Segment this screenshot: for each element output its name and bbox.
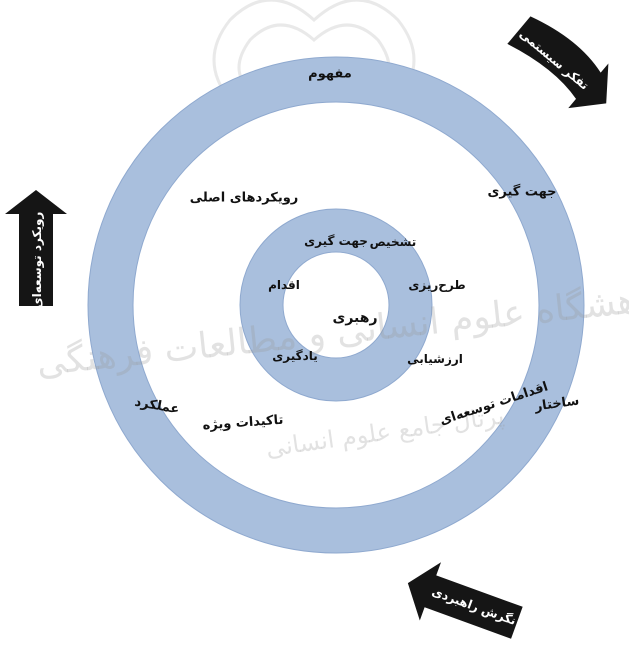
inner-right-upper-label: طرح‌ریزی [408,278,465,292]
outer-upper-right-label: جهت گیری [487,185,556,200]
outer-top-label: مفهوم [308,67,352,82]
arrow-left-label: رویکرد توسعه‌ای [30,212,45,309]
middle-upper-left-label: رویکردهای اصلی [190,191,299,206]
arrow-top-right: تفکر سیستمی [501,6,627,125]
arrow-left: رویکرد توسعه‌ای [5,190,67,308]
inner-top-left-label: تشخیص [370,235,417,249]
inner-top-right-label: جهت گیری [304,234,368,248]
center-label: رهبری [332,310,377,326]
arrow-bottom: نگرش راهبردی [397,554,527,652]
inner-right-lower-label: ارزشیابی [407,352,463,366]
inner-left-lower-label: یادگیری [272,349,318,363]
inner-left-upper-label: اقدام [268,278,300,292]
